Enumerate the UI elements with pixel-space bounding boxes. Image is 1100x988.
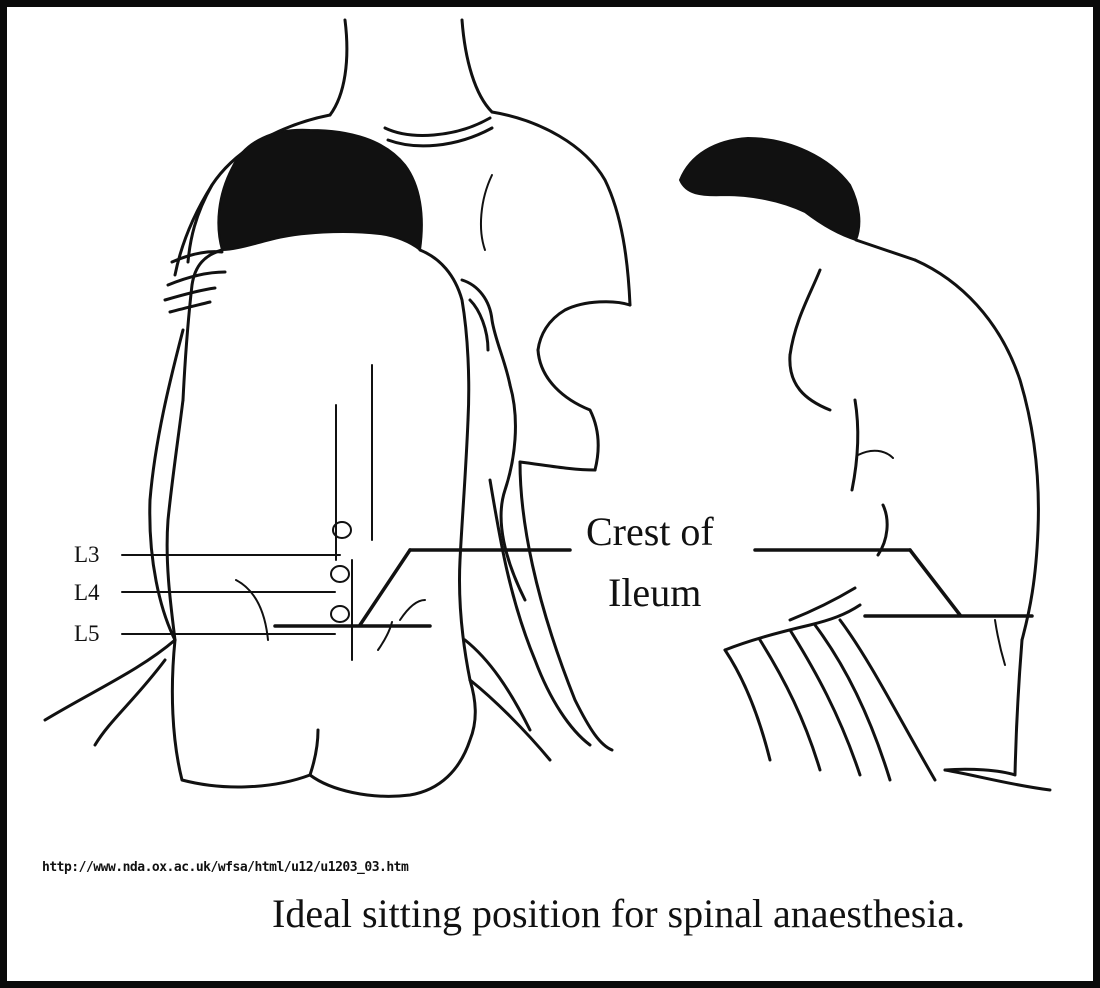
vertebra-label-l3: L3	[74, 542, 100, 567]
vertebra-label-l5: L5	[74, 621, 100, 646]
crest-label-line2: Ileum	[608, 570, 701, 615]
crest-label-line1: Crest of	[586, 509, 714, 554]
patient-side-figure	[680, 138, 1050, 790]
source-url: http://www.nda.ox.ac.uk/wfsa/html/u12/u1…	[42, 860, 408, 875]
vertebra-label-l4: L4	[74, 580, 100, 605]
patient-hair	[218, 130, 422, 250]
figure-caption: Ideal sitting position for spinal anaest…	[272, 890, 965, 937]
assistant-figure	[165, 20, 630, 750]
side-patient-hair	[680, 138, 859, 240]
patient-back-figure	[45, 130, 570, 797]
